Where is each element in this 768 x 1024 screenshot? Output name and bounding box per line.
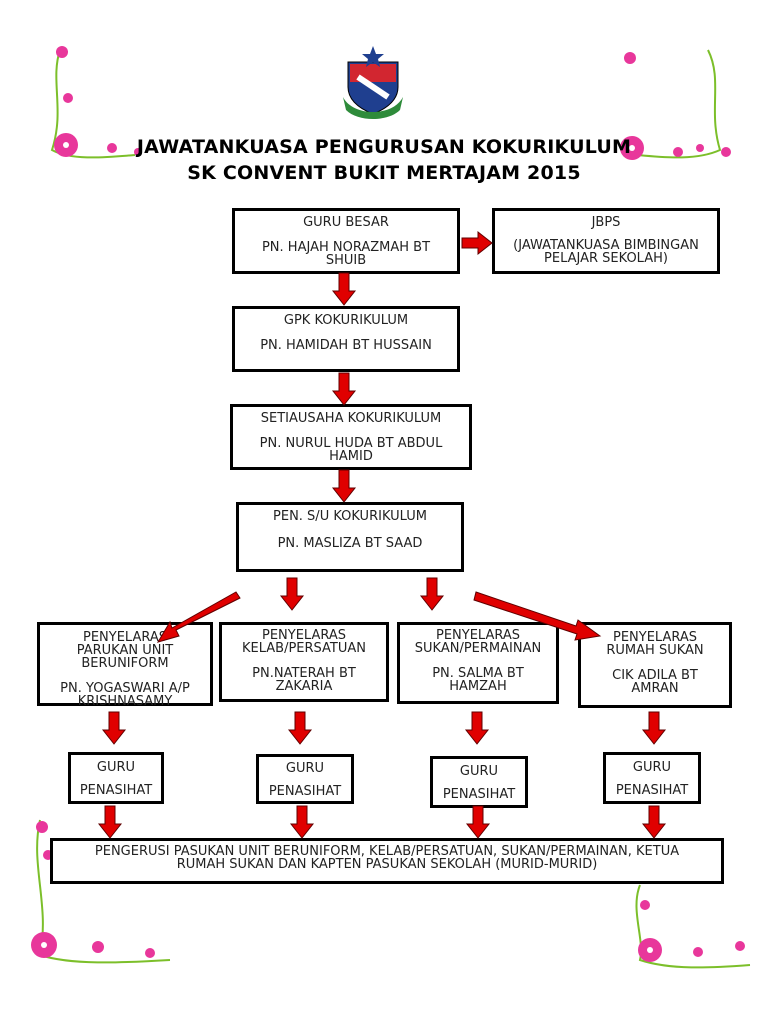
arrow-down-setiausaha-to-pen-su	[332, 469, 356, 503]
node-line: GURU	[632, 760, 672, 775]
node-role: PENYELARAS RUMAH SUKAN	[606, 630, 704, 658]
floral-corner-top-left	[50, 46, 142, 159]
node-role: GPK KOKURIKULUM	[283, 313, 409, 328]
node-guru-penasihat-2: GURU PENASIHAT	[256, 754, 354, 804]
node-penyelaras-rumah-sukan: PENYELARAS RUMAH SUKAN CIK ADILA BT AMRA…	[578, 622, 732, 708]
node-name: PN. SALMA BT HAMZAH	[432, 666, 524, 694]
node-penyelaras-beruniform: PENYELARAS PARUKAN UNIT BERUNIFORM PN. Y…	[37, 622, 213, 709]
arrow-right-to-jbps	[461, 230, 493, 256]
arrow-down-to-penasihat-1	[102, 711, 126, 745]
node-name: PN. HAJAH NORAZMAH BT SHUIB	[261, 240, 431, 268]
node-guru-penasihat-1: GURU PENASIHAT	[68, 752, 164, 804]
school-crest-logo	[343, 46, 403, 119]
node-line: PENASIHAT	[79, 783, 153, 798]
node-pengerusi-murid: PENGERUSI PASUKAN UNIT BERUNIFORM, KELAB…	[50, 838, 724, 884]
node-line: PENASIHAT	[442, 787, 516, 802]
node-line: PENASIHAT	[615, 783, 689, 798]
chart-title-line-1: JAWATANKUASA PENGURUSAN KOKURIKULUM	[136, 136, 632, 158]
arrow-down-gpk-to-setiausaha	[332, 372, 356, 406]
node-name: PN.NATERAH BT ZAKARIA	[252, 666, 356, 694]
arrow-down-to-pengerusi-3	[466, 805, 490, 839]
node-text: PENGERUSI PASUKAN UNIT BERUNIFORM, KELAB…	[94, 844, 680, 872]
node-guru-penasihat-4: GURU PENASIHAT	[603, 752, 701, 804]
arrow-down-to-penasihat-4	[642, 711, 666, 745]
arrow-down-to-penasihat-2	[288, 711, 312, 745]
node-name: (JAWATANKUASA BIMBINGAN PELAJAR SEKOLAH)	[513, 238, 699, 266]
node-gpk-kokurikulum: GPK KOKURIKULUM PN. HAMIDAH BT HUSSAIN	[232, 306, 460, 372]
node-penyelaras-sukan: PENYELARAS SUKAN/PERMAINAN PN. SALMA BT …	[397, 622, 559, 704]
arrow-down-to-sukan	[420, 577, 444, 611]
floral-corner-bottom-right	[635, 884, 751, 969]
arrow-down-guru-besar-to-gpk	[332, 272, 356, 306]
node-role: JBPS	[591, 215, 621, 230]
arrow-diagonal-to-beruniform	[156, 591, 241, 643]
node-name: CIK ADILA BT AMRAN	[612, 668, 698, 696]
node-role: PENYELARAS SUKAN/PERMAINAN	[414, 628, 542, 656]
node-role: PENYELARAS KELAB/PERSATUAN	[241, 628, 366, 656]
node-penyelaras-kelab: PENYELARAS KELAB/PERSATUAN PN.NATERAH BT…	[219, 622, 389, 702]
arrow-down-to-pengerusi-2	[290, 805, 314, 839]
arrow-diagonal-to-rumah-sukan	[473, 591, 602, 641]
node-line: GURU	[459, 764, 499, 779]
arrow-down-to-kelab	[280, 577, 304, 611]
node-line: PENASIHAT	[268, 784, 342, 799]
floral-corner-bottom-left	[31, 819, 171, 964]
node-role: SETIAUSAHA KOKURIKULUM	[260, 411, 442, 426]
node-name: PN. NURUL HUDA BT ABDUL HAMID	[259, 436, 443, 464]
node-line: GURU	[285, 761, 325, 776]
floral-corner-top-right	[620, 49, 731, 160]
node-jbps: JBPS (JAWATANKUASA BIMBINGAN PELAJAR SEK…	[492, 208, 720, 274]
arrow-down-to-pengerusi-4	[642, 805, 666, 839]
node-name: PN. YOGASWARI A/P KRISHNASAMY	[60, 681, 190, 709]
chart-title-line-2: SK CONVENT BUKIT MERTAJAM 2015	[187, 162, 581, 184]
node-role: PENYELARAS PARUKAN UNIT BERUNIFORM	[76, 630, 174, 671]
node-name: PN. HAMIDAH BT HUSSAIN	[260, 338, 432, 353]
node-line: GURU	[96, 760, 136, 775]
node-name: PN. MASLIZA BT SAAD	[277, 536, 423, 551]
node-role: PEN. S/U KOKURIKULUM	[273, 509, 427, 524]
node-setiausaha: SETIAUSAHA KOKURIKULUM PN. NURUL HUDA BT…	[230, 404, 472, 470]
node-pen-su-kokurikulum: PEN. S/U KOKURIKULUM PN. MASLIZA BT SAAD	[236, 502, 464, 572]
arrow-down-to-pengerusi-1	[98, 805, 122, 839]
node-role: GURU BESAR	[303, 215, 389, 230]
arrow-down-to-penasihat-3	[465, 711, 489, 745]
